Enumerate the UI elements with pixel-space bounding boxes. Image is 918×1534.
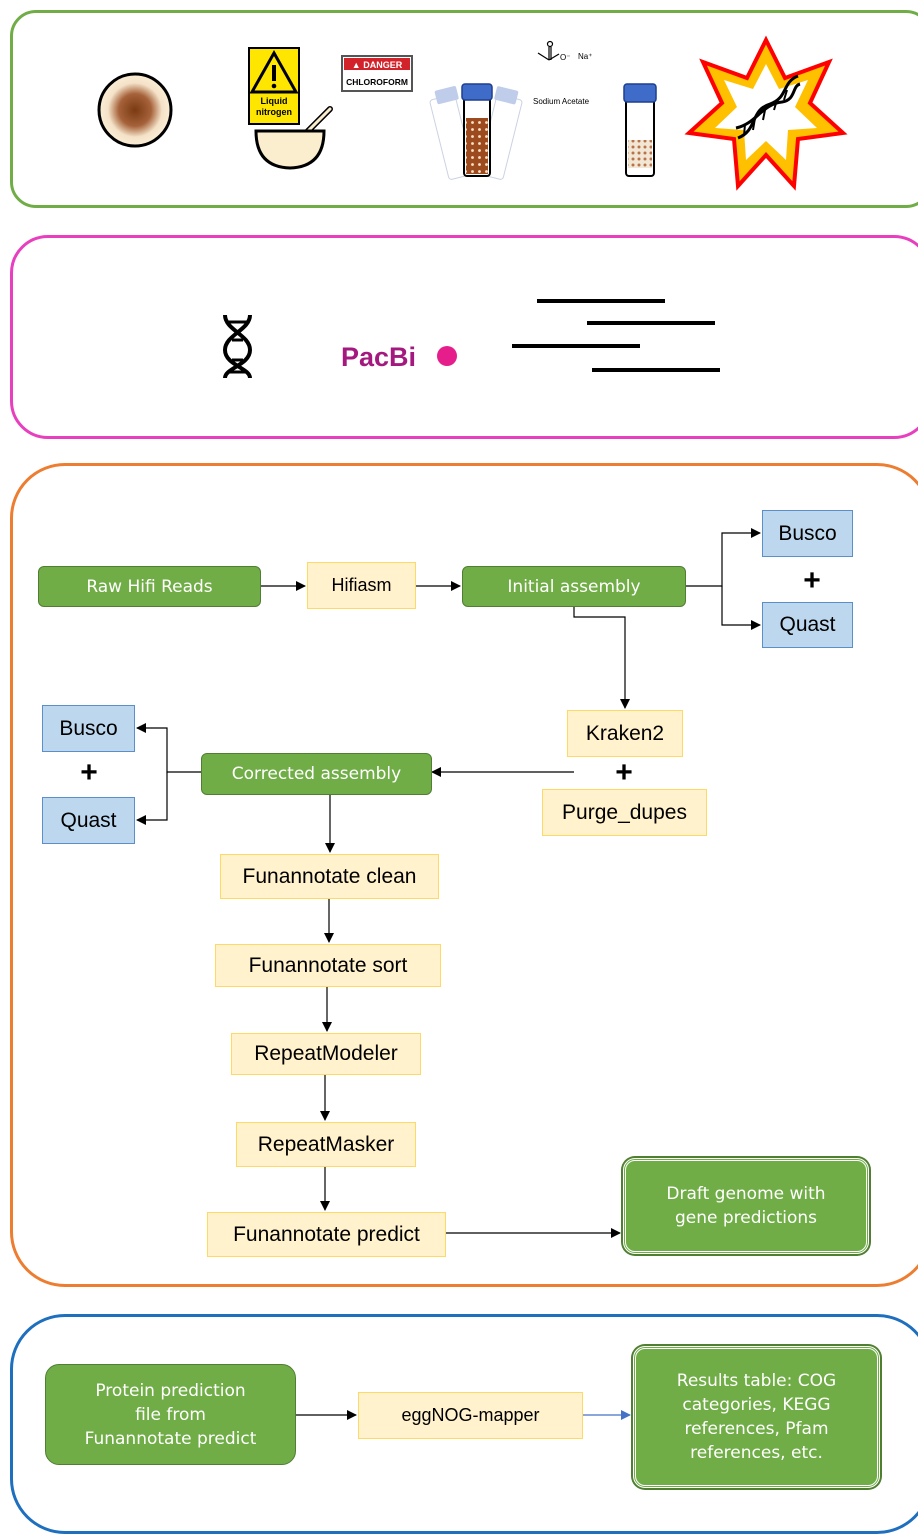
corrected-assembly-label: Corrected assembly	[231, 764, 402, 784]
draft-genome-label: Draft genome with gene predictions	[666, 1184, 826, 1228]
busco-top-label: Busco	[778, 521, 837, 545]
protein-prediction-box: Protein prediction file from Funannotate…	[45, 1364, 296, 1465]
protein-prediction-label: Protein prediction file from Funannotate…	[84, 1380, 257, 1449]
pellet-tube-icon	[623, 83, 657, 177]
liquid-nitrogen-label-2: nitrogen	[256, 107, 292, 117]
hifiasm-label: Hifiasm	[331, 575, 392, 595]
pacbio-logo-dot	[437, 346, 457, 366]
corrected-assembly-box: Corrected assembly	[201, 753, 432, 795]
eggnog-mapper-label: eggNOG-mapper	[401, 1405, 540, 1425]
draft-genome-box: Draft genome with gene predictions	[623, 1158, 869, 1254]
dna-extraction-panel	[10, 10, 918, 208]
initial-assembly-label: Initial assembly	[507, 576, 641, 597]
kraken2-box: Kraken2	[567, 710, 683, 757]
sequence-reads-icon	[512, 299, 720, 372]
raw-hifi-reads-box: Raw Hifi Reads	[38, 566, 261, 607]
purge-dupes-box: Purge_dupes	[542, 789, 707, 836]
sodium-acetate-structure-icon	[537, 40, 560, 61]
quast-left-box: Quast	[42, 797, 135, 844]
na-label: Na⁺	[578, 52, 592, 61]
kraken2-label: Kraken2	[585, 721, 665, 745]
funannotate-predict-label: Funannotate predict	[233, 1222, 420, 1246]
assembly-pipeline-panel	[10, 463, 918, 1287]
extraction-icons-layer: Liquid nitrogen ▲ DANGER CHLOROFORM O⁻ N…	[97, 35, 848, 191]
funannotate-clean-label: Funannotate clean	[242, 864, 417, 888]
sample-plate-icon	[97, 72, 173, 148]
busco-left-label: Busco	[59, 716, 118, 740]
funannotate-sort-box: Funannotate sort	[215, 944, 441, 987]
initial-assembly-box: Initial assembly	[462, 566, 686, 607]
raw-hifi-reads-label: Raw Hifi Reads	[86, 576, 213, 597]
repeatmasker-label: RepeatMasker	[257, 1132, 395, 1156]
liquid-nitrogen-label: Liquid	[261, 96, 288, 106]
plus-middle-sign: +	[615, 756, 633, 789]
dna-burst-icon	[684, 35, 848, 191]
sodium-acetate-label: Sodium Acetate	[533, 97, 590, 106]
dna-helix-icon	[222, 314, 253, 379]
busco-top-box: Busco	[762, 510, 853, 557]
arrow-initial-to-quast	[721, 586, 761, 630]
repeatmodeler-box: RepeatModeler	[231, 1033, 421, 1075]
quast-top-label: Quast	[779, 613, 836, 636]
danger-chloroform-sign	[341, 55, 413, 92]
arrow-corrected-to-busco	[136, 723, 201, 773]
hifiasm-box: Hifiasm	[307, 562, 416, 609]
centrifuge-tube-icon	[429, 83, 523, 180]
pacbio-logo: PacBi	[341, 342, 416, 372]
arrow-corrected-to-quast	[136, 772, 168, 825]
repeatmasker-box: RepeatMasker	[236, 1122, 416, 1167]
results-table-box: Results table: COG categories, KEGG refe…	[633, 1346, 880, 1488]
funannotate-predict-box: Funannotate predict	[207, 1212, 446, 1257]
plus-top-sign: +	[803, 564, 821, 597]
sequencing-icons-layer: PacBi	[222, 299, 720, 379]
sequencing-panel	[10, 235, 918, 439]
quast-left-label: Quast	[60, 808, 117, 832]
eggnog-mapper-box: eggNOG-mapper	[358, 1392, 583, 1439]
danger-label: ▲ DANGER	[352, 60, 403, 70]
quast-top-box: Quast	[762, 602, 853, 648]
mortar-pestle-icon	[254, 106, 333, 170]
plus-left-sign: +	[80, 756, 98, 789]
purge-dupes-label: Purge_dupes	[562, 800, 687, 824]
busco-left-box: Busco	[42, 705, 135, 752]
results-table-label: Results table: COG categories, KEGG refe…	[676, 1371, 837, 1463]
o-minus-label: O⁻	[560, 53, 570, 62]
arrow-initial-to-kraken	[573, 606, 630, 709]
arrow-initial-to-busco	[686, 528, 761, 587]
chloroform-label: CHLOROFORM	[346, 77, 408, 87]
funannotate-sort-label: Funannotate sort	[248, 953, 408, 977]
repeatmodeler-label: RepeatModeler	[254, 1042, 398, 1065]
warning-sign-icon	[248, 47, 300, 125]
funannotate-clean-box: Funannotate clean	[220, 854, 439, 899]
